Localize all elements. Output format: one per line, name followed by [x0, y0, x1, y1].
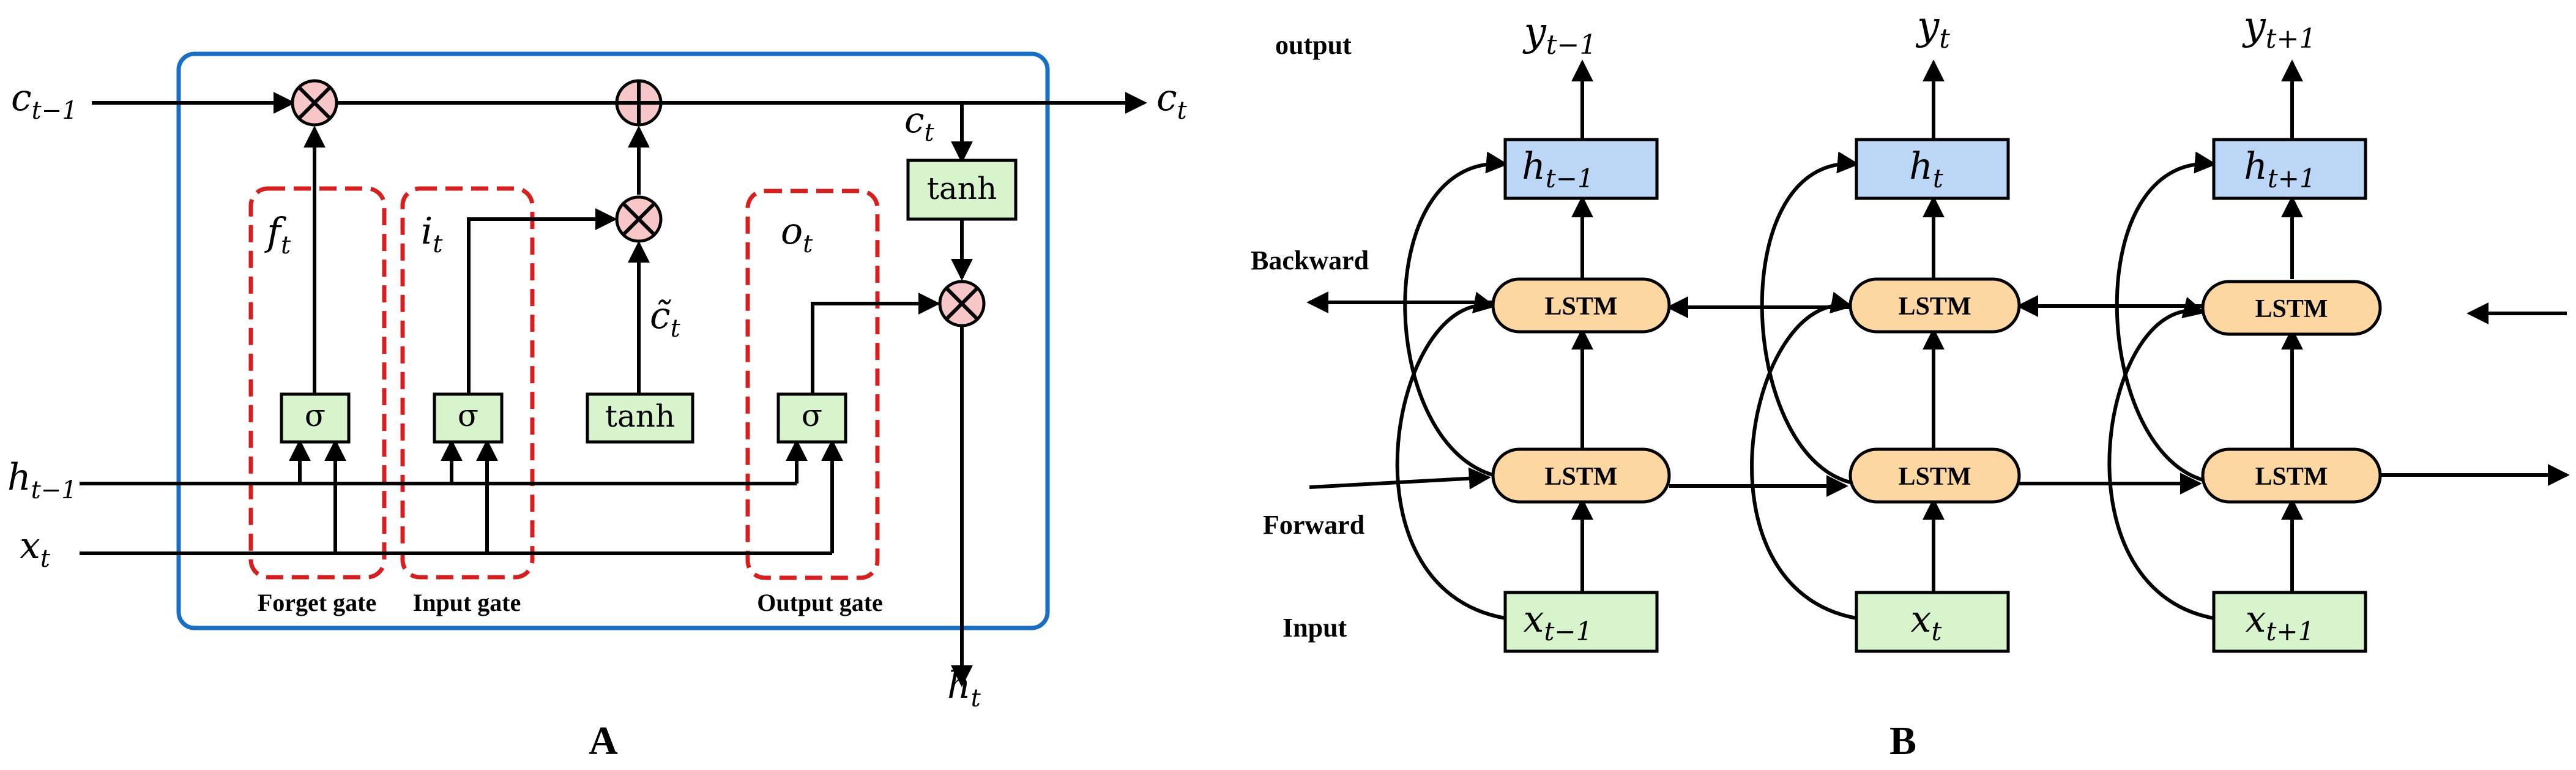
cell-add-op [615, 79, 663, 127]
cell-tanh-label: tanh [927, 171, 997, 206]
panel-b: output Backward Forward Input [1251, 4, 2570, 763]
h-prev-label: ht−1 [7, 456, 77, 504]
c-t-inner-label: ct [904, 99, 934, 147]
backward-row-label: Backward [1251, 245, 1369, 275]
h-box-2: ht+1 [2212, 138, 2367, 200]
candidate-tanh-label: tanh [605, 398, 675, 434]
i-t-label: it [421, 210, 443, 258]
output-sigma-box: σ [776, 392, 847, 444]
output-gate-group [745, 189, 880, 580]
output-sigma-label: σ [802, 398, 822, 433]
input-sigma-box: σ [433, 392, 504, 444]
x-box-0: xt−1 [1503, 591, 1659, 653]
svg-text:LSTM: LSTM [2255, 295, 2328, 323]
h-box-0: ht−1 [1503, 138, 1659, 200]
candidate-tanh-box: tanh [586, 392, 694, 444]
input-sigma-label: σ [458, 398, 478, 433]
c-t-output-label: ct [1156, 77, 1188, 125]
f-t-label: ft [264, 209, 291, 260]
x-box-1: xt [1855, 591, 2010, 653]
c-tilde-label: c̃t [650, 294, 681, 343]
forget-gate-group [248, 186, 387, 580]
output-gate-label: Output gate [757, 589, 883, 616]
panel-a: σ σ tanh σ tanh ct−1 ht−1 xt ct ct ht ft… [7, 51, 1188, 763]
cell-tanh-box: tanh [906, 159, 1018, 221]
forget-gate-label: Forget gate [258, 589, 376, 616]
svg-text:xt: xt [1911, 598, 1942, 646]
svg-text:ht+1: ht+1 [2244, 145, 2315, 193]
svg-text:xt−1: xt−1 [1524, 598, 1593, 646]
h-t-output-label: ht [947, 664, 981, 712]
forget-multiply-op [291, 79, 338, 127]
lstm-forward-2: LSTM [2201, 447, 2382, 504]
y-label-1: yt [1915, 4, 1950, 54]
svg-text:LSTM: LSTM [1898, 463, 1971, 491]
svg-text:LSTM: LSTM [1544, 293, 1617, 321]
lstm-backward-1: LSTM [1848, 277, 2021, 334]
panel-a-label: A [589, 719, 618, 763]
svg-text:xt+1: xt+1 [2246, 598, 2315, 646]
h-box-1: ht [1855, 138, 2010, 200]
svg-text:ht: ht [1909, 145, 1943, 193]
c-prev-label: ct−1 [11, 77, 78, 125]
lstm-forward-0: LSTM [1491, 447, 1671, 504]
lstm-backward-0: LSTM [1491, 277, 1671, 334]
x-box-2: xt+1 [2212, 591, 2367, 653]
svg-text:LSTM: LSTM [1544, 463, 1617, 491]
y-label-2: yt+1 [2242, 4, 2317, 54]
svg-text:LSTM: LSTM [2255, 463, 2328, 491]
panel-b-label: B [1889, 719, 1916, 763]
x-t-label: xt [20, 525, 51, 573]
o-t-label: ot [781, 210, 813, 258]
svg-text:ht−1: ht−1 [1522, 145, 1593, 193]
input-gate-group [400, 186, 535, 580]
input-row-label: Input [1282, 613, 1347, 643]
input-gate-label: Input gate [413, 589, 521, 616]
forget-sigma-box: σ [280, 392, 351, 444]
output-multiply-op [938, 280, 986, 327]
forget-sigma-label: σ [305, 398, 326, 433]
svg-text:LSTM: LSTM [1898, 293, 1971, 321]
y-label-0: yt−1 [1522, 10, 1597, 61]
lstm-forward-1: LSTM [1848, 447, 2021, 504]
input-multiply-op [615, 195, 663, 243]
lstm-cell-frame [176, 51, 1050, 630]
forward-row-label: Forward [1263, 510, 1364, 540]
output-row-label: output [1275, 30, 1352, 60]
lstm-backward-2: LSTM [2201, 280, 2382, 336]
